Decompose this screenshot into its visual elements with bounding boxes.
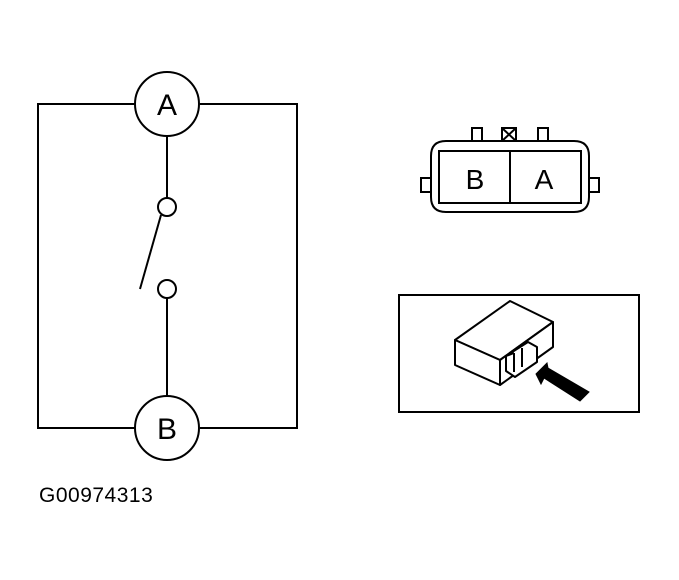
cavity-left-label: B	[466, 164, 485, 195]
connector-body	[430, 140, 590, 213]
switch-contact-lower	[157, 279, 177, 299]
connector-ear-left	[420, 177, 431, 193]
loop-wire	[37, 103, 298, 429]
switch-schematic	[37, 71, 298, 461]
connector-face	[420, 127, 600, 213]
terminal-a-circle	[134, 71, 200, 137]
component-inset	[398, 294, 640, 413]
terminal-b-circle	[134, 395, 200, 461]
cavity-right-label: A	[535, 164, 554, 195]
switch-contact-upper	[157, 197, 177, 217]
terminal-a-label: A	[157, 89, 177, 122]
terminal-b-label: B	[157, 413, 177, 446]
insertion-arrow-icon	[535, 361, 590, 402]
switch-module-icon	[454, 300, 554, 386]
switch-open-icon	[139, 214, 162, 290]
connector-tab-left	[471, 127, 483, 142]
connector-tab-right	[537, 127, 549, 142]
connector-ear-right	[589, 177, 600, 193]
figure-id: G00974313	[39, 484, 154, 507]
inset-frame	[398, 294, 640, 413]
